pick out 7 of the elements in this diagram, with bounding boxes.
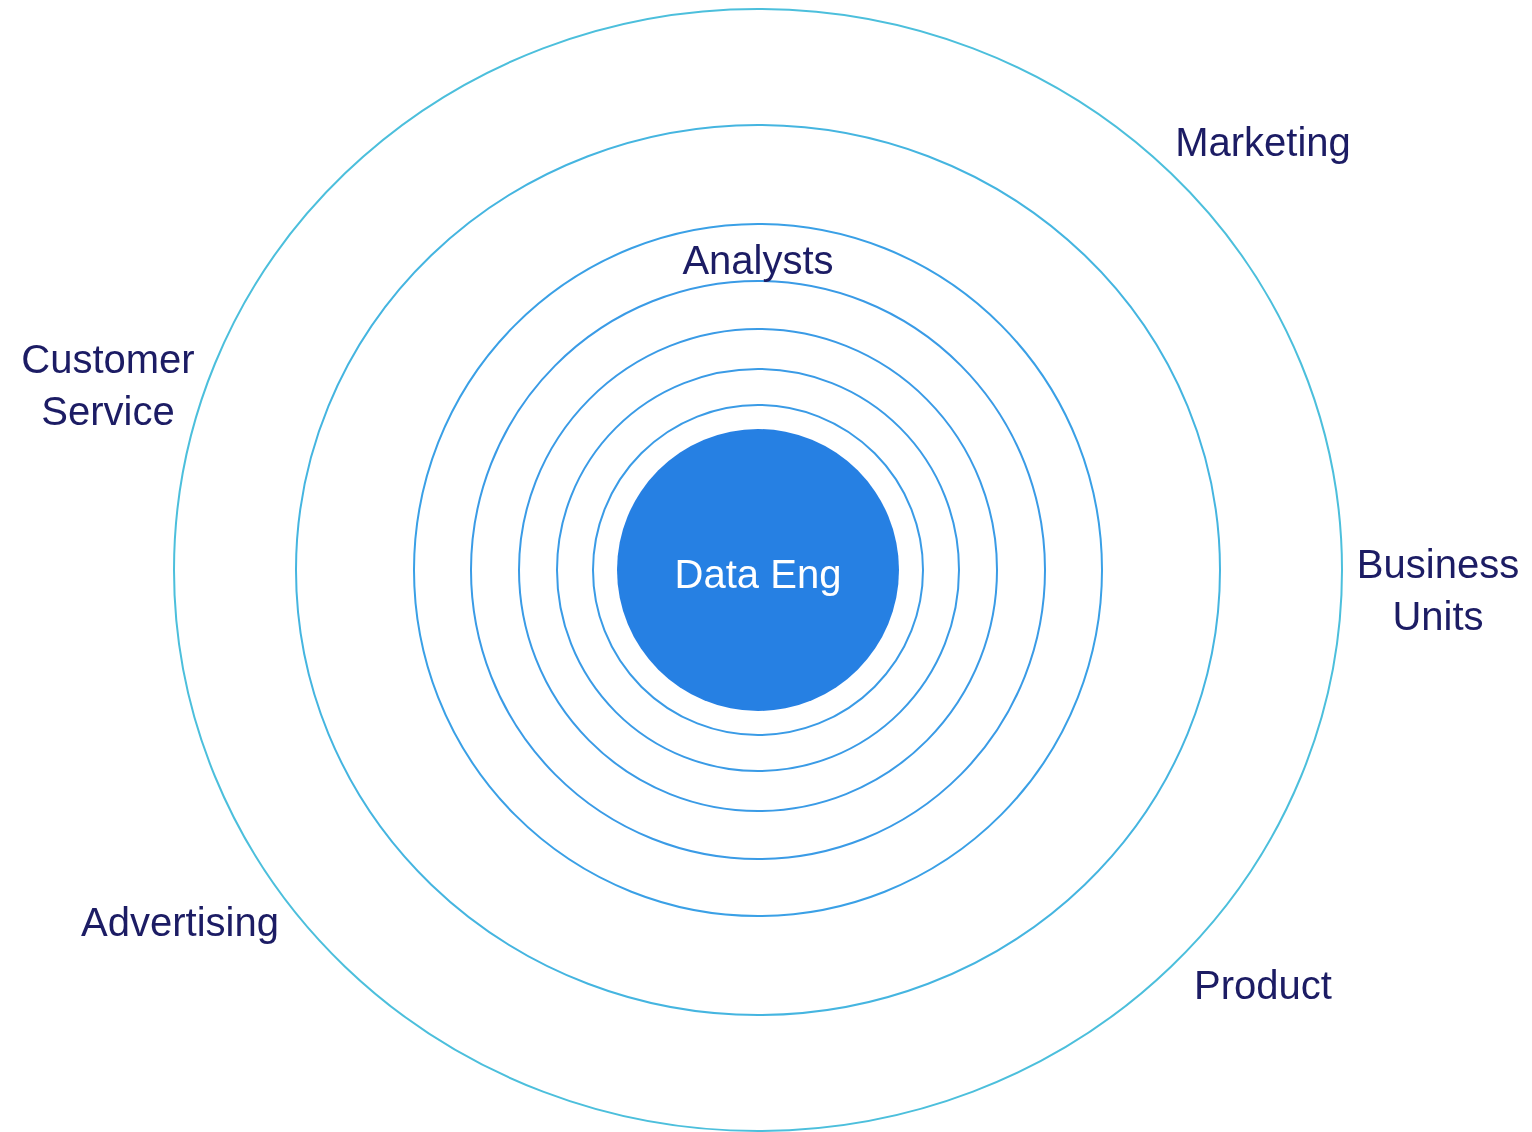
group-label: Analysts — [681, 237, 835, 284]
group-label: Product — [1193, 962, 1333, 1009]
group-label: Marketing — [1174, 119, 1352, 166]
group-label: Business Units — [1355, 541, 1521, 640]
group-label: Advertising — [80, 899, 280, 946]
group-label: Customer Service — [20, 336, 196, 435]
node-label: Data Eng — [674, 552, 842, 597]
